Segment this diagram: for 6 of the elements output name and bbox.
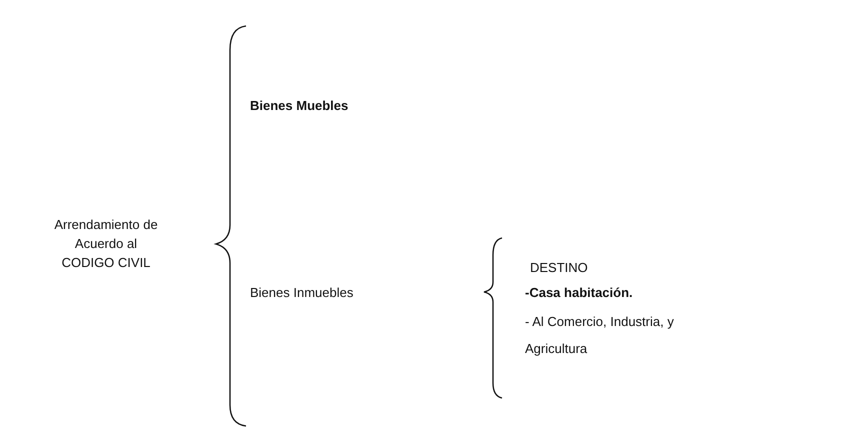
- list-item-text: -Casa habitación.: [525, 284, 634, 302]
- root-concept-text: Arrendamiento de Acuerdo al CODIGO CIVIL: [53, 216, 159, 272]
- heading-text: DESTINO: [530, 259, 589, 277]
- category-text: Bienes Muebles: [250, 97, 350, 115]
- category-text: Bienes Inmuebles: [250, 284, 354, 302]
- list-item-text: - Al Comercio, Industria, y Agricultura: [525, 313, 675, 358]
